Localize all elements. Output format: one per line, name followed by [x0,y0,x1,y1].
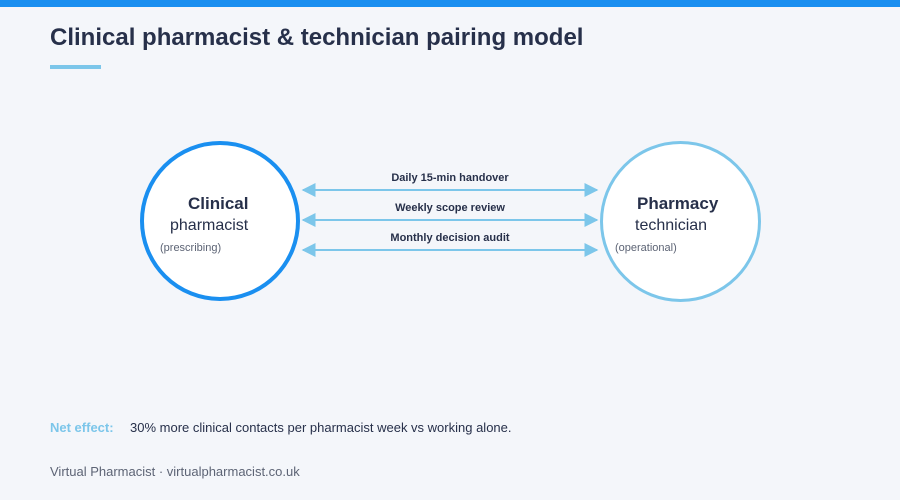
top-accent-bar [0,0,900,7]
credit-line: Virtual Pharmacist · virtualpharmacist.c… [50,464,300,479]
node-pharmacy-technician-note: (operational) [615,242,677,254]
link-label-monthly-audit: Monthly decision audit [390,232,510,244]
page-title: Clinical pharmacist & technician pairing… [50,24,584,51]
node-clinical-pharmacist-title: Clinical [188,194,249,213]
node-clinical-pharmacist-subtitle: pharmacist [170,217,249,234]
link-label-daily-handover: Daily 15-min handover [391,172,509,184]
node-clinical-pharmacist [140,141,300,301]
node-clinical-pharmacist-note: (prescribing) [160,242,222,254]
title-underline [50,65,101,69]
node-pharmacy-technician [600,141,761,302]
node-pharmacy-technician-subtitle: technician [635,217,708,234]
node-pharmacy-technician-title: Pharmacy [637,194,719,213]
link-label-weekly-review: Weekly scope review [395,202,505,214]
summary-note: Net effect: 30% more clinical contacts pe… [50,420,512,435]
summary-label: Net effect: [50,420,114,435]
summary-text: 30% more clinical contacts per pharmacis… [130,420,512,435]
